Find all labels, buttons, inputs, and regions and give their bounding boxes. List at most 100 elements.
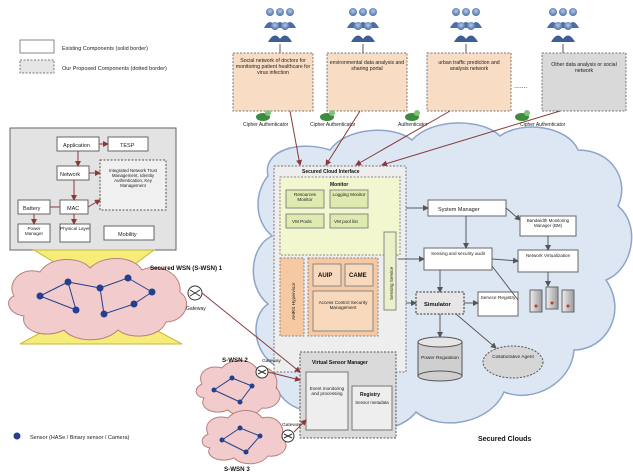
sensor-node (219, 437, 225, 443)
server-icons (529, 286, 575, 313)
app-ellipsis: ....... (514, 83, 528, 90)
came-label: CAME (349, 273, 367, 279)
event-monitoring-label: Event monitoring and processing (309, 386, 345, 397)
legend-sensor-label: Sensor (HASe / Binary sensor / Camera) (30, 435, 130, 441)
security-management-box (99, 159, 167, 211)
app-box-healthcare (232, 52, 314, 112)
wsn3-cloud-shape (201, 410, 287, 465)
sensor-node (64, 278, 72, 286)
resource-monitor-label: Resources Monitor (294, 192, 316, 202)
registry-sublabel: Sensor metadata (355, 400, 389, 405)
legend-sensor-icon (13, 432, 21, 440)
sensor-node (229, 375, 235, 381)
event-monitoring-box (305, 371, 349, 431)
access-control-box (312, 290, 374, 332)
sensor-node (124, 274, 132, 282)
physical-layer-label: Physical Layer (60, 226, 90, 231)
app-label-healthcare: Social network of doctors for monitoring… (235, 58, 311, 76)
app-label-other: Other data analysis or social network (551, 62, 617, 74)
sensor-node (100, 310, 108, 318)
swsn2-label: S-WSN 2 (222, 357, 248, 364)
sensor-node (148, 288, 156, 296)
came-box (344, 263, 374, 287)
auip-label: AUIP (318, 273, 332, 279)
wsn2-mesh (211, 375, 255, 405)
mobility-label: Mobility (118, 232, 137, 238)
bandwidth-monitoring-label: Bandwidth Monitoring Manager (BM) (526, 218, 570, 228)
server-icon (545, 286, 559, 310)
sensing-security-audit-label: Sensing and security audit (431, 251, 485, 256)
app-box-traffic (426, 52, 512, 112)
collaborative-agent-node (482, 345, 544, 379)
ahrs-hypervisor-box (279, 257, 305, 337)
sensor-node (257, 433, 263, 439)
legend-existing-swatch (19, 39, 55, 54)
sensor-node (243, 449, 249, 455)
authenticator-icon (515, 110, 530, 121)
sensor-node (96, 284, 104, 292)
service-registry-label: Service Registry (480, 296, 516, 301)
vm-pool-list-label: VM pool list (334, 219, 358, 224)
registry-label: Registry (360, 392, 380, 398)
authenticator-label: Cipher Authenticator (520, 122, 566, 128)
power-regulation-label: Power Regulation (421, 356, 459, 361)
app-box-other (541, 52, 627, 112)
security-management-label: Integrated Network Trust Management, Ide… (108, 168, 158, 188)
swsn3-label: S-WSN 3 (224, 466, 250, 473)
server-icon (529, 289, 543, 313)
legend-existing-label: Existing Components (solid border) (62, 46, 148, 52)
ahrs-hypervisor-label: AHRS Hypervisor (291, 282, 297, 320)
sensor-node (72, 306, 80, 314)
wsn3-mesh (219, 425, 263, 455)
secured-clouds-label: Secured Clouds (478, 436, 531, 443)
wsn1-label: Secured WSN (S-WSN) 1 (150, 265, 223, 272)
registry-box (351, 385, 393, 431)
authenticator-label: Cipher Authenticator (310, 122, 356, 128)
tesp-label: TESP (120, 143, 135, 149)
gateway-icon (187, 285, 203, 301)
legend-proposed-label: Our Proposed Components (dotted border) (62, 66, 167, 72)
mobility-box (103, 225, 155, 241)
power-manager-label: Power Manager (24, 226, 44, 237)
simulator-box (415, 291, 465, 315)
people-links (279, 44, 564, 53)
vm-pool-list-box (329, 213, 369, 229)
user-group-icon (347, 8, 379, 42)
wsn1-cloud-shape (8, 257, 187, 341)
sensor-node (211, 387, 217, 393)
secured-cloud-interface-label: Secured Cloud Interface (302, 169, 360, 175)
logging-monitor-box (329, 189, 369, 209)
authenticator-label: Cipher Authenticator (243, 122, 289, 128)
network-virtualization-label: Network Virtualization (525, 253, 571, 258)
app-label-traffic: urban traffic prediction and analysis ne… (438, 60, 500, 72)
user-group-icon (264, 8, 296, 42)
system-manager-label: System Manager (438, 207, 480, 213)
auip-box (312, 263, 342, 287)
vm-pools-label: VM Pools (292, 219, 312, 224)
network-layer-label: Network (60, 172, 80, 178)
sensing-service-box (383, 231, 397, 311)
logging-monitor-label: Logging Monitor (332, 192, 366, 197)
application-boxes: Social network of doctors for monitoring… (232, 52, 627, 112)
sensor-node (237, 425, 243, 431)
authenticator-icon (256, 110, 271, 121)
authenticators: Cipher Authenticator Cipher Authenticato… (243, 110, 566, 128)
server-icon (561, 289, 575, 313)
mac-label: MAC (67, 206, 79, 212)
sensor-node (130, 300, 138, 308)
gateway-label: Gateway (282, 422, 302, 428)
auth-links (289, 110, 561, 167)
sensor-node (249, 383, 255, 389)
gateway-label: Gateway (186, 306, 206, 312)
vm-pools-box (285, 213, 325, 229)
user-group-icon (450, 8, 482, 42)
legend-proposed-swatch (19, 59, 55, 74)
sensor-node (36, 292, 44, 300)
sensor-node-stack: Application TESP Network Integrated Netw… (17, 136, 167, 243)
legend: Existing Components (solid border) Our P… (13, 39, 167, 441)
power-regulation-icon (417, 336, 463, 382)
collaborative-agent-label: Collaborative Agent (492, 355, 534, 360)
user-group-icons (264, 8, 579, 42)
battery-label: Battery (23, 206, 41, 212)
sensor-node (237, 399, 243, 405)
